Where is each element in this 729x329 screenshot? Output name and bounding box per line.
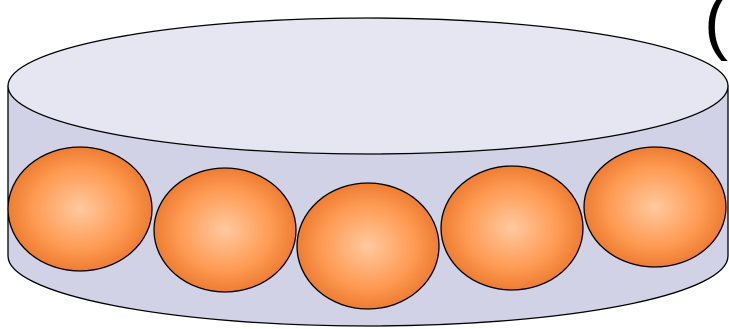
ball-4 xyxy=(440,165,584,291)
ball-5 xyxy=(583,146,727,268)
ball-1 xyxy=(7,146,153,272)
cylinder-top-face xyxy=(7,17,729,155)
balls-group xyxy=(7,146,727,310)
corner-partial-text: ( xyxy=(704,0,728,62)
ball-3 xyxy=(296,182,440,310)
ball-2 xyxy=(153,167,297,293)
